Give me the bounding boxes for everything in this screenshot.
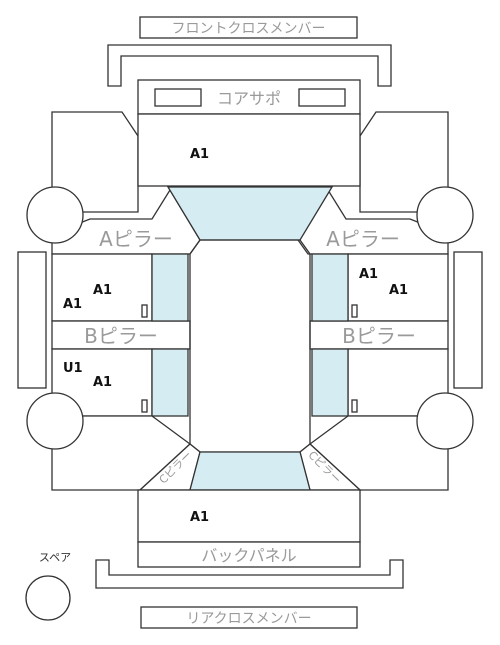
rear-left-window bbox=[151, 348, 189, 417]
trunk-panel bbox=[137, 489, 361, 543]
rear-bumper bbox=[95, 559, 404, 589]
back-panel-label: バックパネル bbox=[201, 546, 296, 565]
b-pillar-right-panel bbox=[309, 320, 449, 350]
back-panel-box bbox=[137, 541, 361, 568]
front-left-door-grade-2: A1 bbox=[63, 297, 82, 312]
front-left-door bbox=[51, 253, 153, 322]
rear-cross-member-label: リアクロスメンバー bbox=[186, 611, 311, 627]
front-cross-member-label: フロントクロスメンバー bbox=[172, 21, 326, 37]
rear-left-door-handle bbox=[141, 399, 148, 413]
roof-panel bbox=[189, 239, 311, 453]
front-left-door-grade-1: A1 bbox=[93, 283, 112, 298]
rear-right-door-handle bbox=[351, 399, 358, 413]
front-right-door bbox=[347, 253, 449, 322]
rear-left-wheel bbox=[26, 392, 84, 450]
b-pillar-left-panel bbox=[51, 320, 191, 350]
front-left-window bbox=[151, 253, 189, 322]
left-side-skirt bbox=[17, 251, 47, 389]
front-right-wheel bbox=[416, 186, 474, 244]
front-cross-member-box bbox=[139, 16, 358, 39]
core-support-box bbox=[137, 79, 361, 115]
rear-left-door-grade-2: A1 bbox=[93, 375, 112, 390]
core-support-label: コアサポ bbox=[217, 89, 281, 108]
headlight-right bbox=[298, 88, 346, 107]
trunk-grade: A1 bbox=[190, 510, 209, 525]
hood-grade: A1 bbox=[190, 147, 209, 162]
front-right-door-handle bbox=[351, 304, 358, 318]
spare-label: スペア bbox=[39, 551, 71, 564]
rear-cross-member-box bbox=[140, 606, 358, 629]
front-right-door-grade-1: A1 bbox=[359, 267, 378, 282]
front-right-window bbox=[311, 253, 349, 322]
b-pillar-left-label: Bピラー bbox=[84, 324, 158, 348]
spare-tire bbox=[25, 575, 71, 621]
front-left-door-handle bbox=[141, 304, 148, 318]
rear-right-wheel bbox=[416, 392, 474, 450]
right-side-skirt bbox=[453, 251, 483, 389]
a-pillar-right-label: Aピラー bbox=[326, 227, 400, 251]
headlight-left bbox=[154, 88, 202, 107]
front-bumper bbox=[107, 44, 392, 87]
hood-panel bbox=[137, 113, 361, 187]
b-pillar-right-label: Bピラー bbox=[342, 324, 416, 348]
rear-window bbox=[189, 451, 311, 491]
rear-left-door-grade-1: U1 bbox=[63, 361, 83, 376]
front-left-wheel bbox=[26, 186, 84, 244]
rear-right-window bbox=[311, 348, 349, 417]
front-right-door-grade-2: A1 bbox=[389, 283, 408, 298]
a-pillar-left-label: Aピラー bbox=[99, 227, 173, 251]
